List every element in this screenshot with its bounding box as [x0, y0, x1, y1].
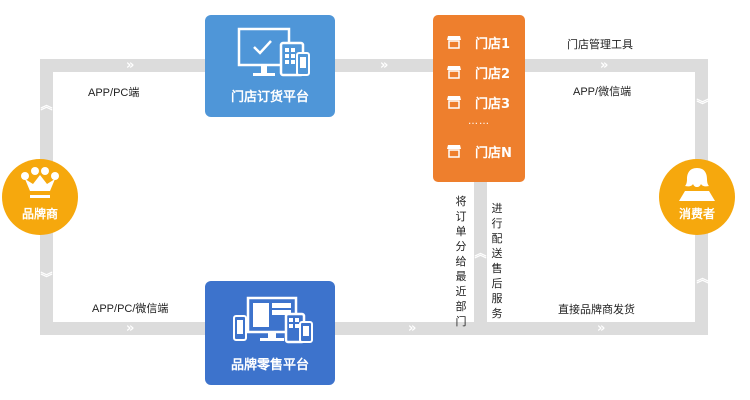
desktop-tablet-check-icon: [237, 27, 310, 77]
node-consumer: 消费者: [659, 159, 735, 235]
arrow-down-icon: ︾: [40, 271, 53, 285]
storefront-icon: [447, 96, 461, 109]
arrow-up-icon: ︽: [40, 98, 53, 112]
node-consumer-label: 消费者: [678, 207, 715, 221]
edge-label-top-right-lower: APP/微信端: [573, 86, 632, 98]
edge-label-bottom-left: APP/PC/微信端: [92, 303, 169, 315]
arrow-right-icon: »: [126, 58, 135, 73]
storefront-icon: [447, 36, 461, 49]
arrow-right-icon: »: [408, 321, 417, 336]
node-store-ordering-platform: 门店订货平台: [205, 15, 335, 117]
store-item: 门店N: [447, 142, 512, 161]
crown-icon: [21, 167, 59, 198]
arrow-right-icon: »: [126, 321, 135, 336]
node-brand-label: 品牌商: [21, 207, 58, 221]
storefront-icon: [447, 145, 461, 158]
arrow-up-icon: ︽: [696, 271, 709, 285]
person-icon: [679, 168, 715, 201]
edge-label-bottom-right: 直接品牌商发货: [558, 304, 635, 316]
arrow-right-icon: »: [597, 321, 606, 336]
node-brand-retail-platform-label: 品牌零售平台: [230, 358, 309, 373]
arrow-down-icon: ︾: [696, 98, 709, 112]
node-brand-retail-platform: 品牌零售平台: [205, 281, 335, 385]
flow-line-bottom: [40, 322, 708, 335]
edge-label-top-left: APP/PC端: [88, 87, 140, 99]
store-ellipsis: ……: [468, 116, 490, 127]
store-label: 门店2: [475, 66, 511, 82]
node-stores: 门店1 门店2 门店3 …… 门店N: [433, 15, 525, 182]
arrow-right-icon: »: [600, 58, 609, 73]
flow-line-top: [40, 59, 708, 72]
arrow-right-icon: »: [380, 58, 389, 73]
edge-label-delivery-service: 进行配送售后服务: [491, 202, 503, 320]
edge-label-assign-orders: 将订单分给最近部门: [455, 195, 467, 328]
storefront-icon: [447, 66, 461, 79]
edge-label-top-right-upper: 门店管理工具: [567, 39, 633, 51]
flow-line-middle: [474, 180, 487, 330]
store-label: 门店3: [475, 96, 511, 112]
node-brand: 品牌商: [2, 159, 78, 235]
arrow-up-icon: ︽: [474, 246, 487, 260]
store-item: 门店2: [447, 63, 511, 82]
node-store-ordering-platform-label: 门店订货平台: [230, 90, 309, 105]
multi-device-icon: [233, 296, 313, 344]
store-label: 门店N: [475, 145, 512, 161]
store-item: 门店3: [447, 93, 511, 112]
store-label: 门店1: [475, 36, 511, 52]
store-item: 门店1: [447, 33, 511, 52]
